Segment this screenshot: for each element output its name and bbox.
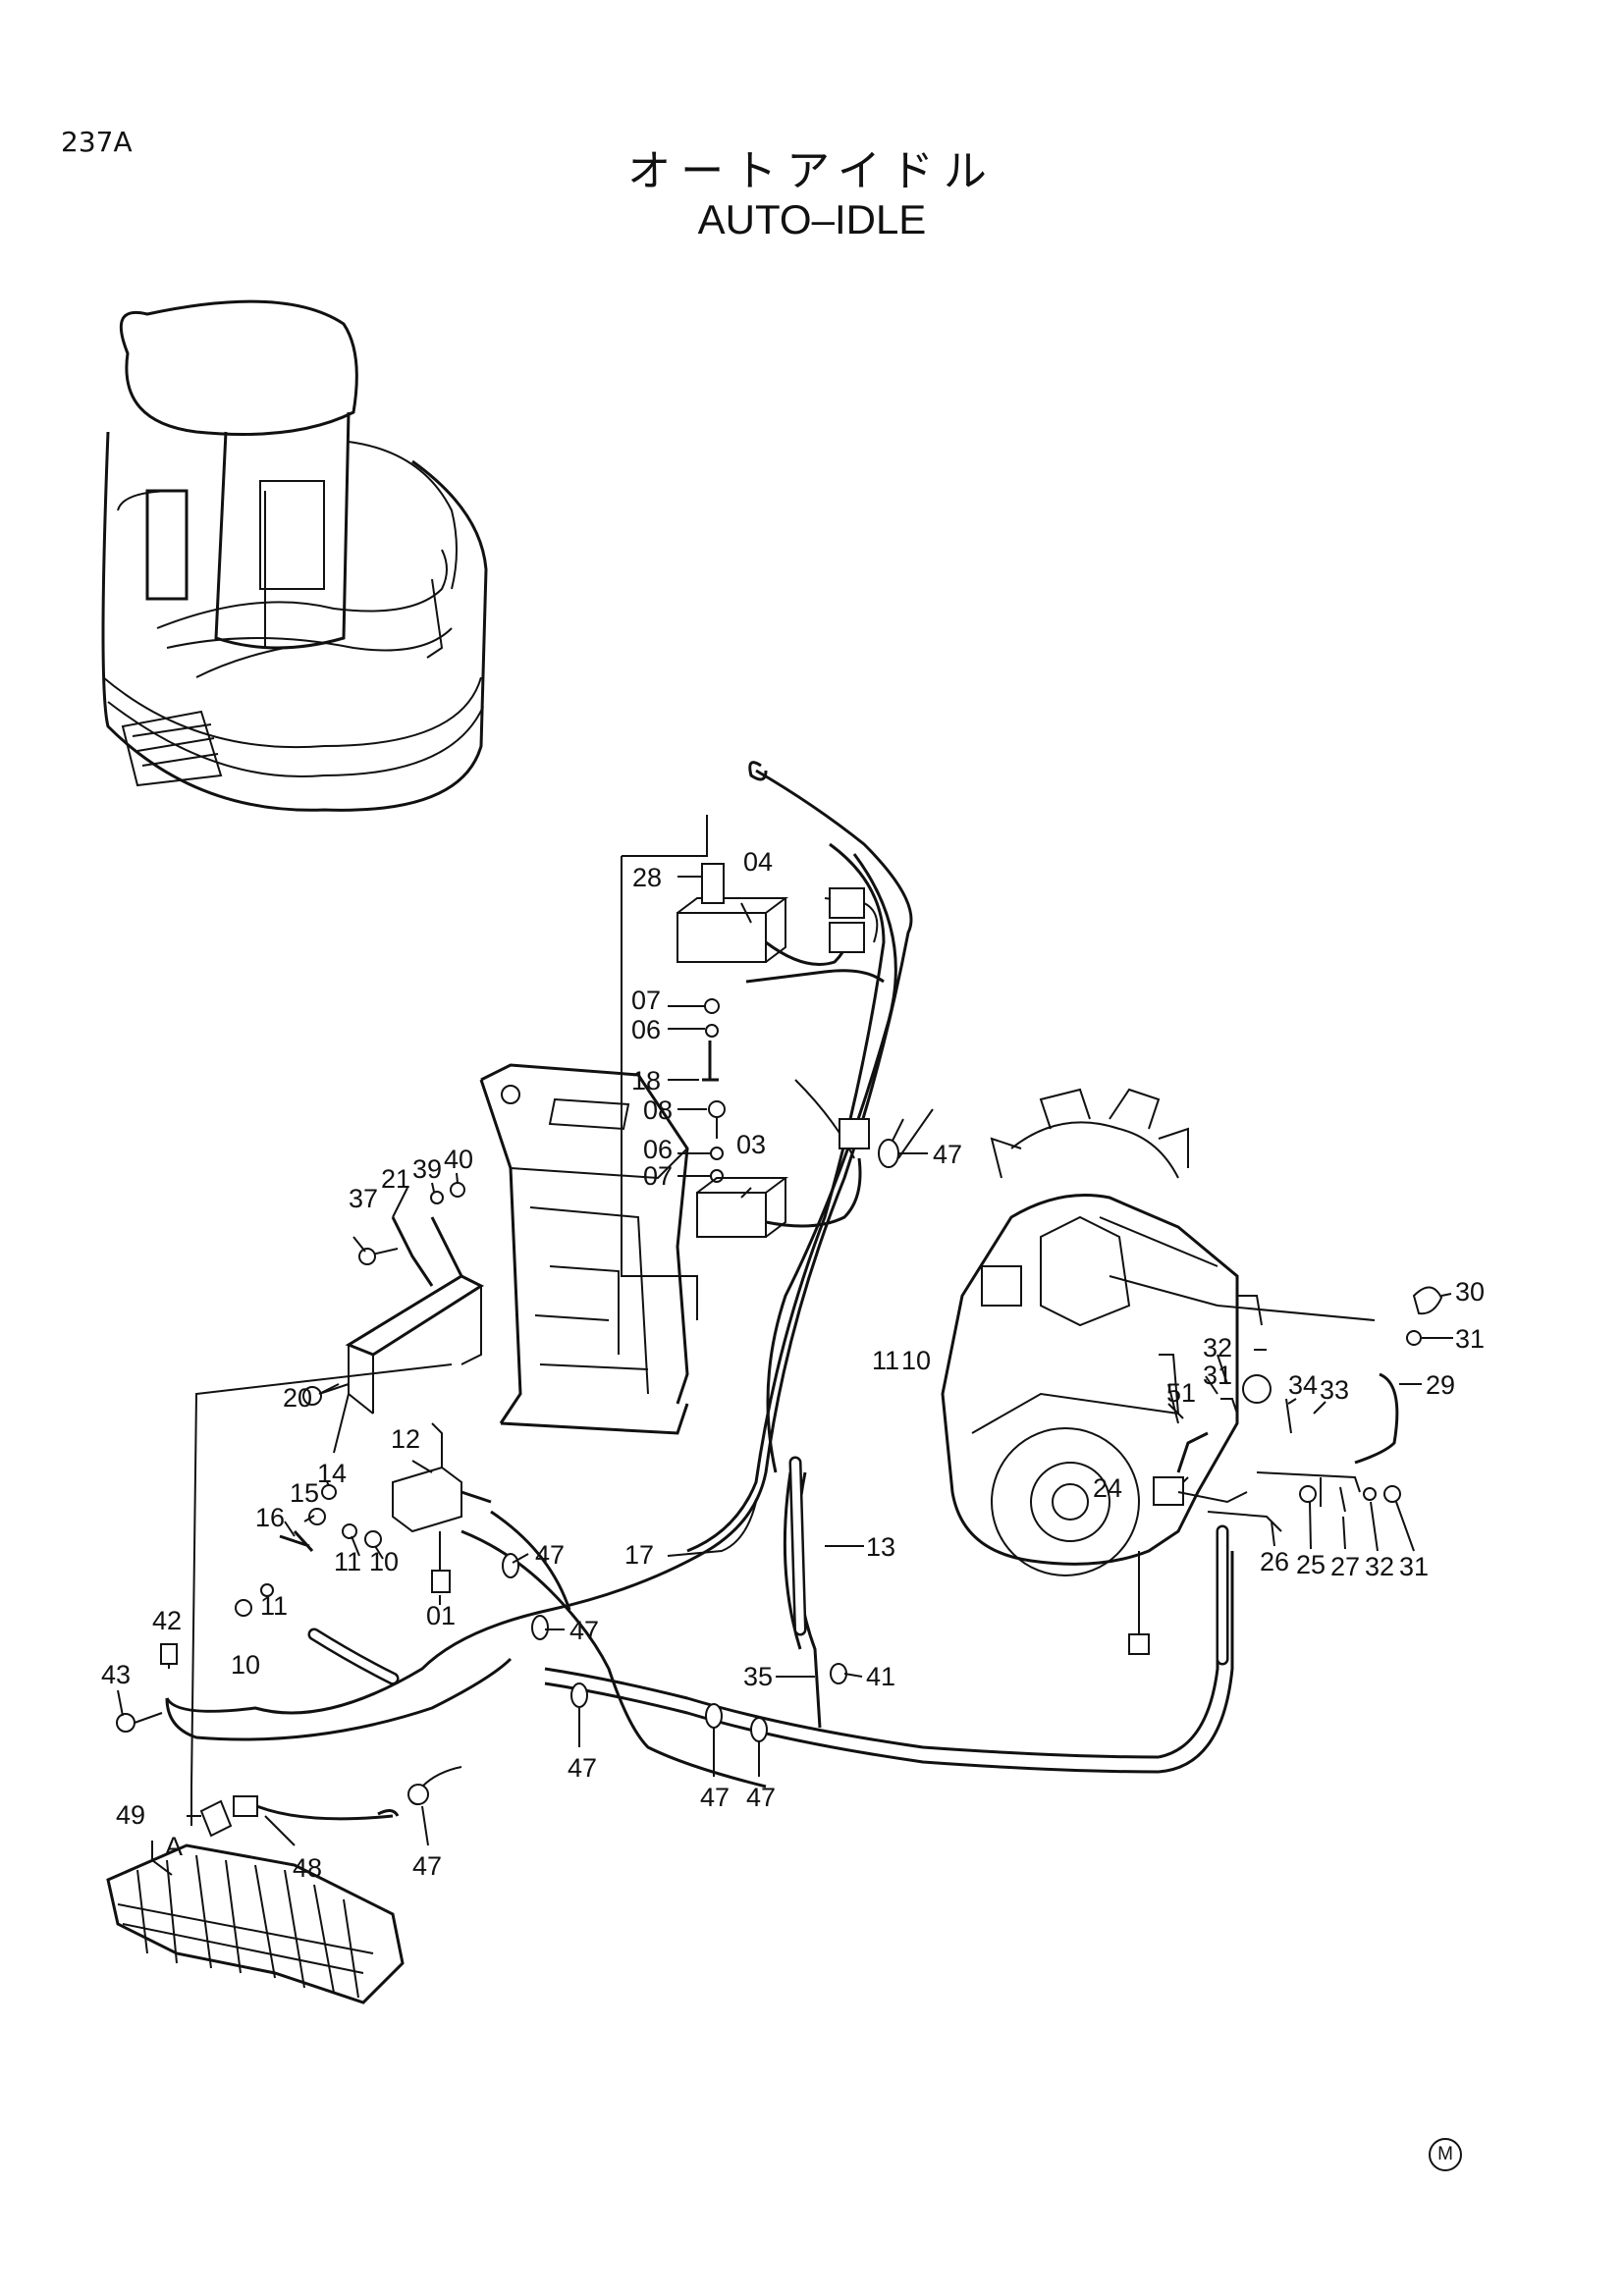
connector — [829, 887, 865, 919]
valve-assembly — [116, 1422, 492, 1733]
callout: 31 — [1399, 1552, 1429, 1581]
callout: 11 — [334, 1547, 361, 1576]
switch-03 — [696, 1192, 767, 1238]
manufacturer-mark: M — [1429, 2138, 1462, 2171]
callout: 31 — [1203, 1361, 1232, 1390]
callout: 03 — [736, 1130, 766, 1159]
callout: 32 — [1203, 1333, 1232, 1362]
callout: 43 — [101, 1660, 131, 1689]
callout: 15 — [290, 1478, 319, 1508]
callout: 11 — [260, 1591, 288, 1621]
engine-illustration — [941, 1088, 1443, 1655]
callout: 47 — [746, 1783, 776, 1812]
callout: 32 — [1365, 1552, 1394, 1581]
callout: 24 — [1093, 1473, 1122, 1503]
callout: 26 — [1260, 1547, 1289, 1576]
spacer-28 — [701, 863, 725, 904]
leader-lines — [117, 815, 1453, 1846]
callout: 30 — [1455, 1277, 1485, 1307]
callout: 48 — [293, 1853, 322, 1883]
callout: 10 — [369, 1547, 399, 1576]
callout: 13 — [866, 1532, 895, 1562]
callout: 06 — [631, 1015, 661, 1044]
callout: 08 — [643, 1095, 673, 1125]
callout: 14 — [317, 1459, 347, 1488]
callout: 47 — [700, 1783, 730, 1812]
callout: 16 — [255, 1503, 285, 1532]
callout: 04 — [743, 847, 773, 877]
callout: 51 — [1166, 1378, 1196, 1408]
mounting-frame — [479, 1063, 689, 1435]
callout: 12 — [391, 1424, 420, 1454]
switch-assembly — [677, 863, 934, 1238]
callout: 40 — [444, 1145, 473, 1174]
callout: 35 — [743, 1662, 773, 1691]
callout: 25 — [1296, 1550, 1326, 1579]
callout: 21 — [381, 1164, 410, 1194]
callout: 47 — [568, 1753, 597, 1783]
callout-labels: 04 28 07 06 18 08 06 03 07 47 40 39 21 3… — [101, 847, 1485, 1883]
machine-overview-illustration — [101, 299, 488, 812]
cap — [1242, 1374, 1272, 1404]
callout: 29 — [1426, 1370, 1455, 1400]
bulb-30 — [1412, 1286, 1443, 1315]
callout: 10 — [901, 1346, 931, 1375]
switch-04 — [677, 912, 767, 963]
callout: 42 — [152, 1606, 182, 1635]
callout: 28 — [632, 863, 662, 892]
callout: 34 — [1288, 1370, 1318, 1400]
control-valve-illustration — [106, 1766, 462, 2004]
callout: 06 — [643, 1135, 673, 1164]
callout: 20 — [283, 1383, 312, 1413]
callout: 27 — [1330, 1552, 1360, 1581]
callout: 18 — [631, 1066, 661, 1095]
callout: 11 — [872, 1346, 899, 1375]
callout: 41 — [866, 1662, 895, 1691]
callout: 37 — [349, 1184, 378, 1213]
title-japanese: オートアイドル — [627, 146, 997, 196]
callout: 01 — [426, 1601, 456, 1630]
callout: 39 — [412, 1154, 442, 1184]
view-label-a: A — [165, 1832, 183, 1861]
callout: 47 — [569, 1616, 599, 1645]
callout: 47 — [535, 1540, 565, 1570]
callout: 31 — [1455, 1324, 1485, 1354]
callout: 47 — [933, 1140, 962, 1169]
connector — [829, 922, 865, 953]
callout: 33 — [1320, 1375, 1349, 1405]
page-code: 237A — [61, 126, 133, 158]
callout: 17 — [624, 1540, 654, 1570]
callout: 47 — [412, 1851, 442, 1881]
callout: 07 — [643, 1161, 673, 1191]
callout: 10 — [231, 1650, 260, 1680]
harness-and-hoses — [165, 761, 1234, 1789]
harness-clamps — [407, 1139, 899, 1805]
callout: 07 — [631, 986, 661, 1015]
title-english: AUTO–IDLE — [697, 196, 927, 242]
callout: 49 — [116, 1800, 145, 1830]
